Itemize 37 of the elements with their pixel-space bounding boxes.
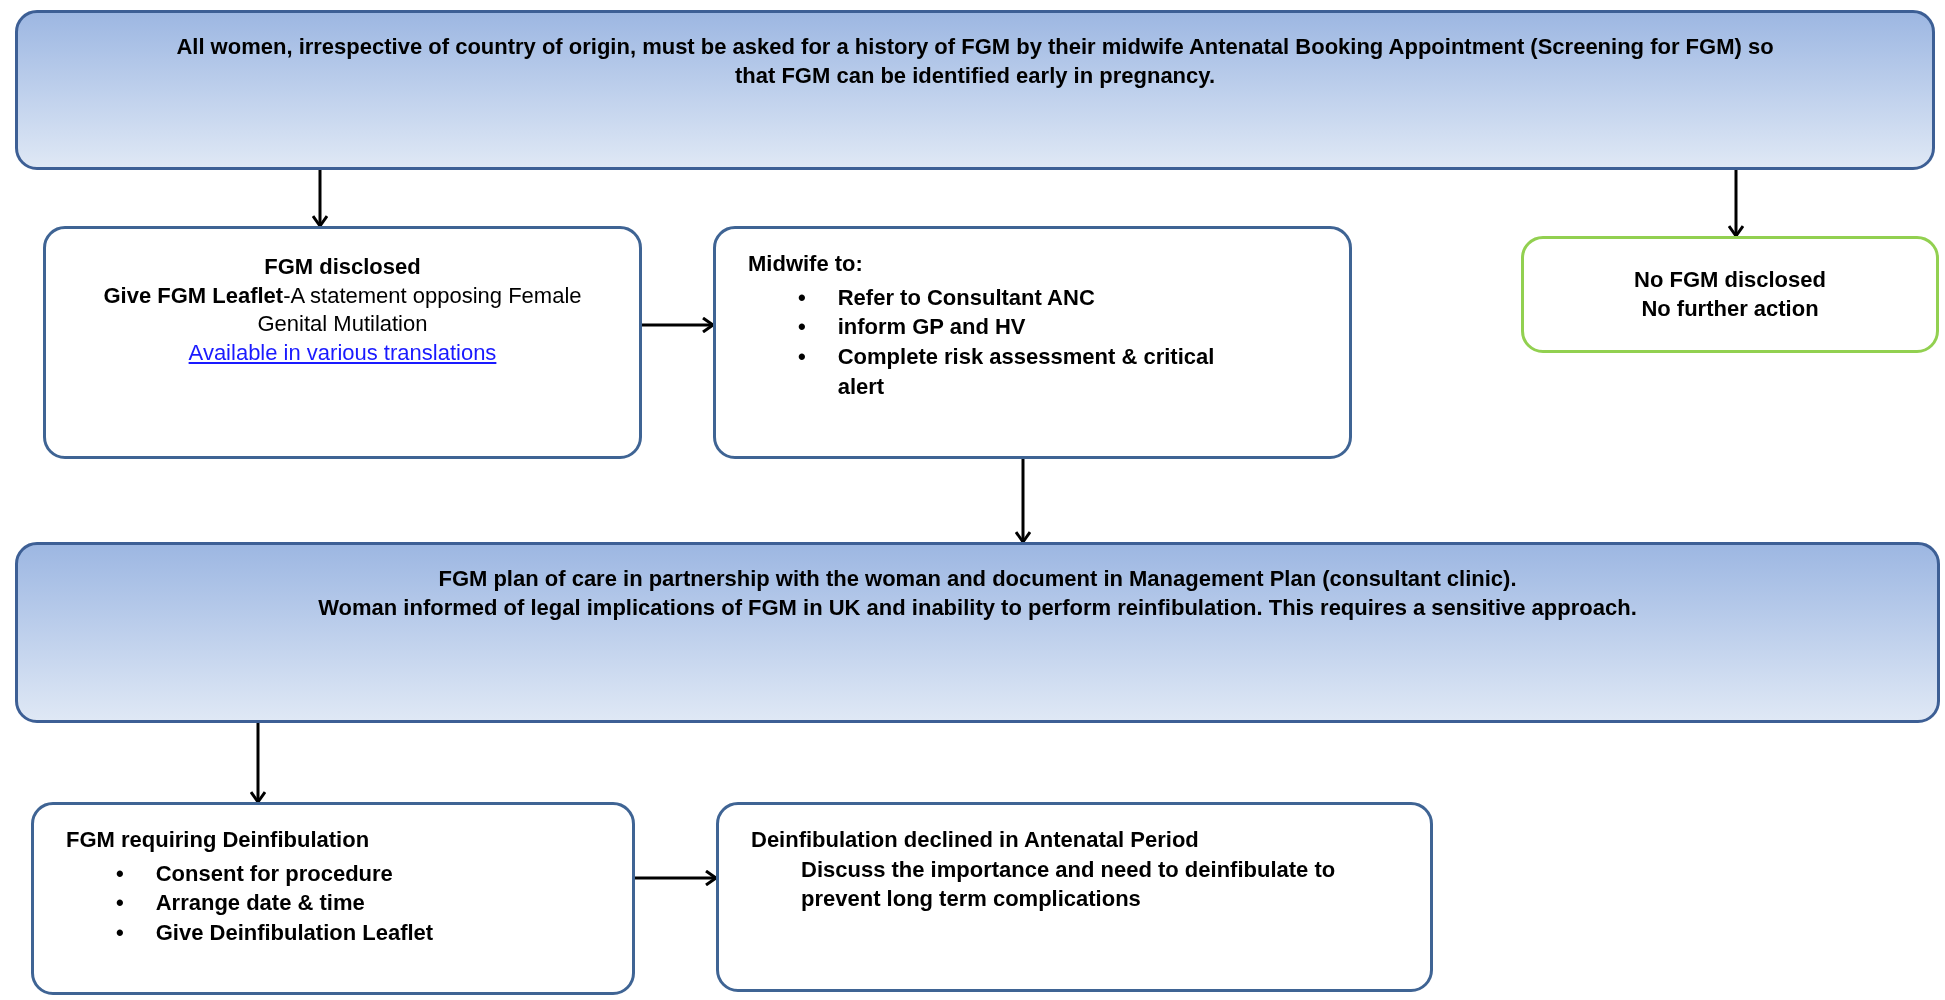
process-box bbox=[716, 802, 1433, 992]
box-text: No further action bbox=[1641, 294, 1819, 323]
process-box bbox=[15, 10, 1935, 170]
box-text: Give FGM Leaflet-A statement opposing Female Genital Mutilation bbox=[102, 281, 583, 339]
list-item: Give Deinfibulation Leaflet bbox=[155, 919, 435, 948]
arrow bbox=[635, 869, 718, 887]
list-item: Complete risk assessment & critical alert bbox=[837, 343, 1216, 401]
list-item: Consent for procedure bbox=[155, 859, 394, 888]
arrow bbox=[642, 316, 715, 334]
process-box bbox=[1521, 236, 1939, 353]
list-item: Arrange date & time bbox=[155, 889, 366, 918]
box-heading: FGM disclosed bbox=[264, 253, 421, 281]
process-box bbox=[31, 802, 635, 995]
process-box bbox=[43, 226, 642, 459]
process-box bbox=[15, 542, 1940, 723]
box-text: All women, irrespective of country of origin, must be asked for a history of FGM by their midwife Antenatal Booking Appointment (Screening for FGM) so that FGM can be identified early in pregnancy. bbox=[175, 33, 1775, 90]
translations-link: Available in various translations bbox=[188, 338, 497, 367]
bullet: • bbox=[116, 889, 124, 918]
arrow bbox=[249, 723, 267, 804]
box-heading: Midwife to: bbox=[748, 250, 864, 278]
box-heading: Deinfibulation declined in Antenatal Period bbox=[751, 826, 1200, 854]
arrow bbox=[1014, 459, 1032, 544]
box-text: No FGM disclosed bbox=[1634, 265, 1826, 294]
bullet: • bbox=[798, 313, 806, 342]
process-box bbox=[713, 226, 1352, 459]
box-text: FGM plan of care in partnership with the woman and document in Management Plan (consultant clinic). bbox=[438, 565, 1517, 593]
arrow bbox=[311, 170, 329, 228]
bullet: • bbox=[798, 343, 806, 372]
list-item: inform GP and HV bbox=[837, 313, 1027, 342]
bullet: • bbox=[798, 283, 806, 312]
list-item: Refer to Consultant ANC bbox=[837, 283, 1096, 312]
bullet: • bbox=[116, 919, 124, 948]
bullet: • bbox=[116, 859, 124, 888]
arrow bbox=[1727, 170, 1745, 238]
box-heading: FGM requiring Deinfibulation bbox=[66, 826, 371, 854]
box-text: Woman informed of legal implications of FGM in UK and inability to perform reinfibulation. This requires a sensitive approach. bbox=[318, 593, 1637, 622]
box-text: Discuss the importance and need to deinfibulate to prevent long term complications bbox=[800, 855, 1337, 914]
